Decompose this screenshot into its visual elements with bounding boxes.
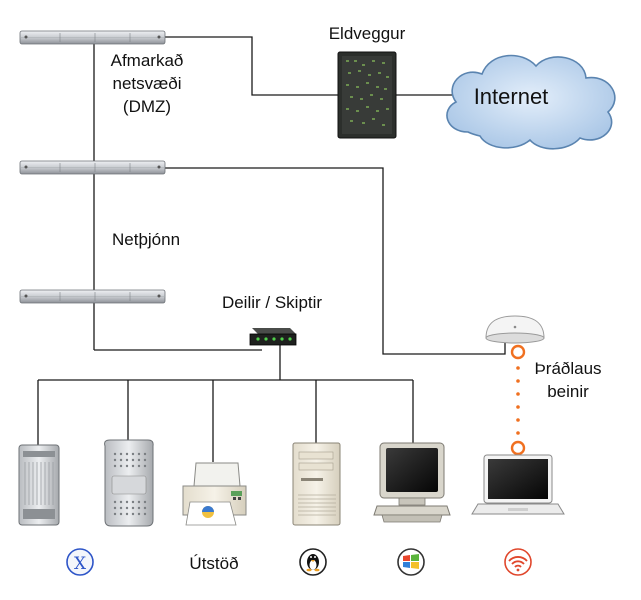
internet-label: Internet (474, 84, 549, 109)
printer-icon[interactable] (182, 462, 247, 526)
network-switch-icon[interactable] (249, 328, 297, 346)
pc-tower-icon[interactable] (292, 442, 341, 526)
link-server-router (165, 167, 506, 355)
linux-tux-icon (299, 548, 327, 576)
link-dmz-firewall (165, 36, 338, 96)
firewall-tower-icon[interactable] (337, 51, 397, 139)
wireless-router-label-line2: beinir (547, 382, 589, 401)
windows-logo-icon (397, 548, 425, 576)
wireless-router-icon[interactable] (485, 315, 545, 344)
crt-monitor-icon[interactable] (373, 442, 451, 523)
printer-label: Útstöð (189, 554, 238, 573)
svg-text:X: X (74, 554, 87, 574)
laptop-icon[interactable] (471, 454, 565, 515)
rack-server-dmz[interactable] (19, 30, 166, 45)
wireless-router-label-line1: Þráðlaus (534, 359, 601, 378)
mac-pro-tower-icon[interactable] (18, 444, 60, 526)
dmz-label-line1: Afmarkað (111, 51, 184, 70)
connection-lines (37, 36, 506, 462)
rack-server-web[interactable] (19, 160, 166, 175)
internet-cloud-icon[interactable] (446, 54, 616, 150)
dmz-label-line3: (DMZ) (123, 97, 171, 116)
wifi-icon (504, 548, 532, 576)
firewall-label: Eldveggur (329, 24, 406, 43)
power-mac-g5-icon[interactable] (104, 439, 154, 527)
mac-os-x-icon: X (66, 548, 94, 576)
dmz-label-line2: netsvæði (113, 74, 182, 93)
switch-label: Deilir / Skiptir (222, 293, 322, 312)
rack-server-internal[interactable] (19, 289, 166, 304)
wireless-link (510, 344, 526, 456)
server-label: Netþjónn (112, 230, 180, 249)
